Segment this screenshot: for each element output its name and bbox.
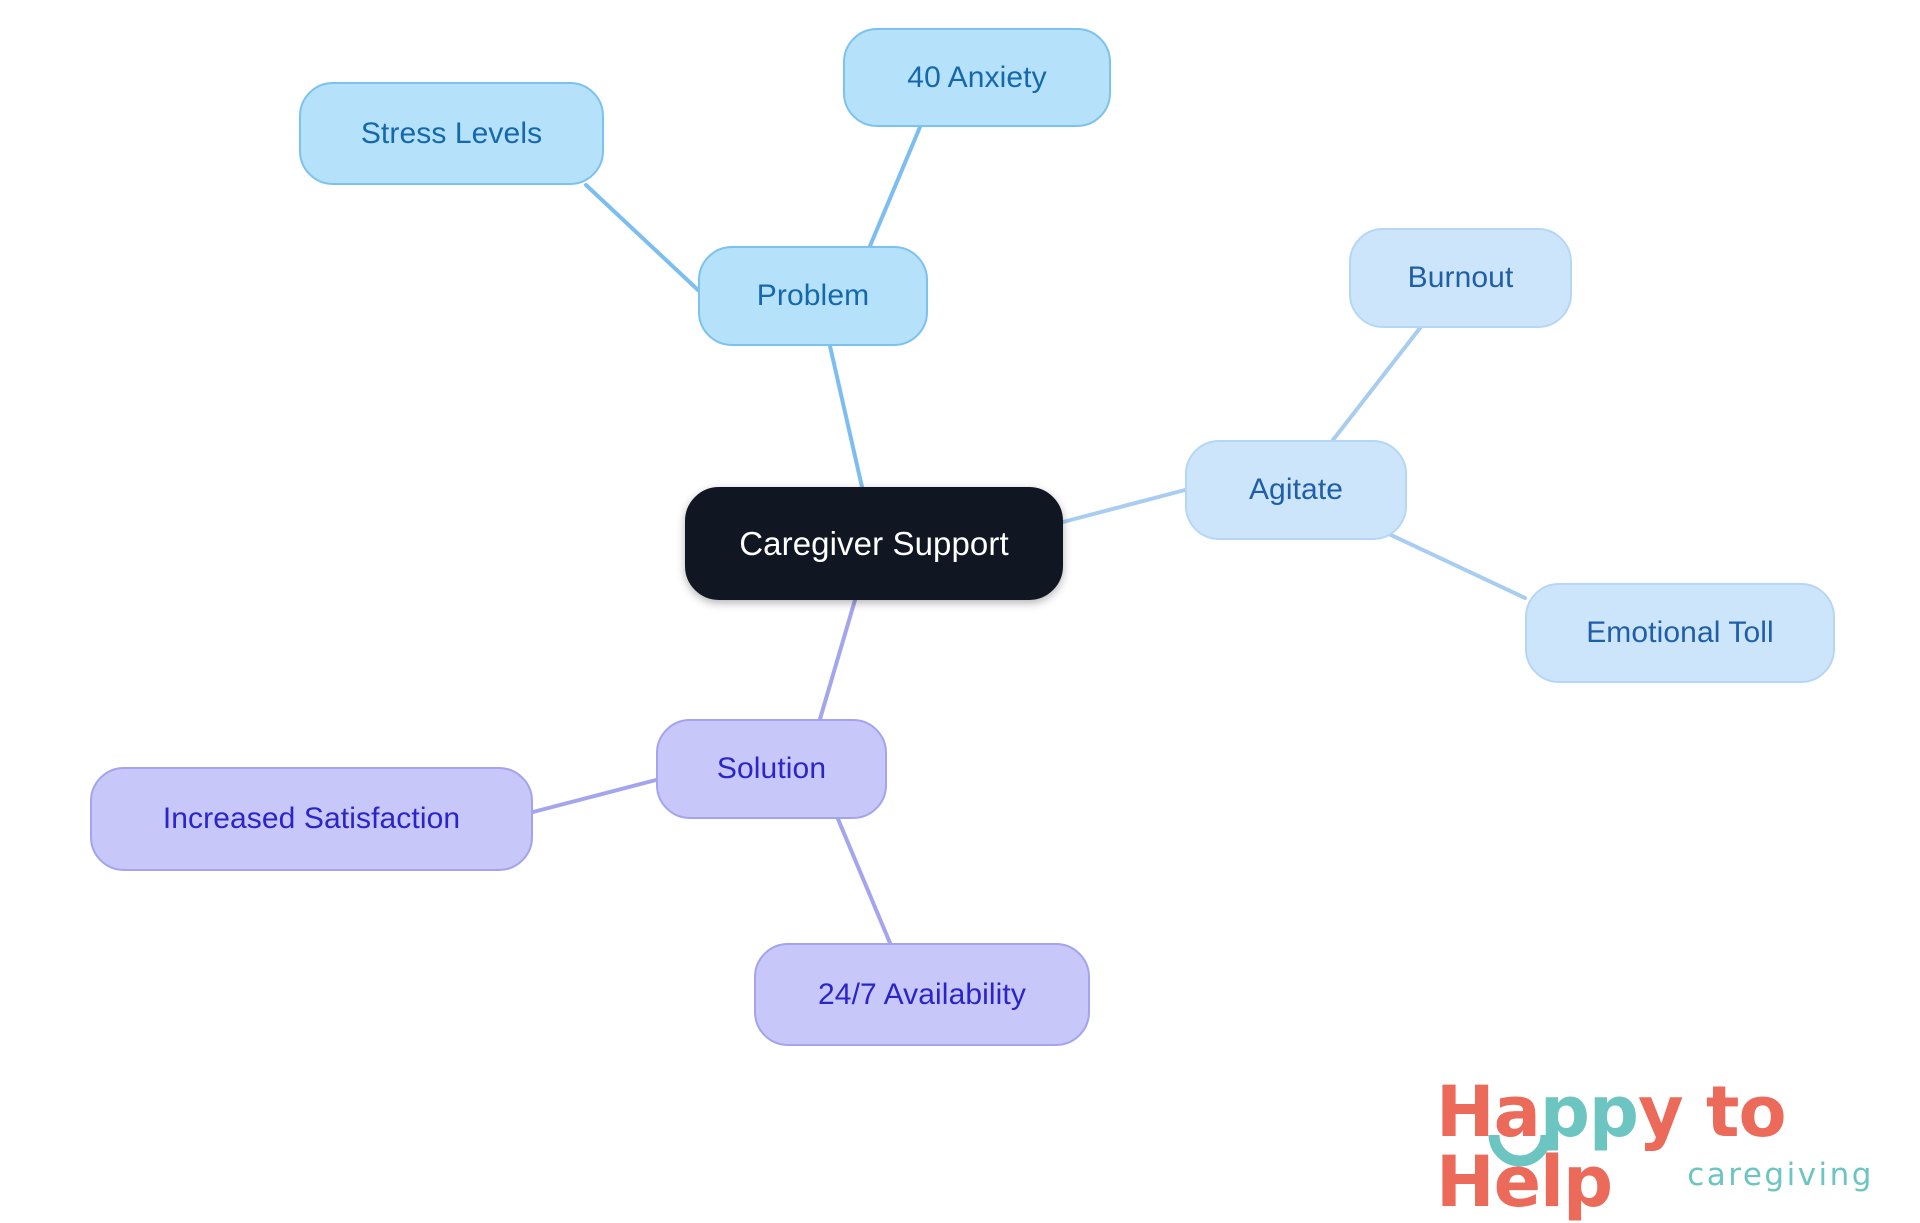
node-label: Increased Satisfaction xyxy=(162,802,461,835)
node-caregiver-support[interactable]: Caregiver Support xyxy=(685,487,1063,600)
happy-to-help-smile-icon xyxy=(1488,1134,1552,1167)
node-label: 40 Anxiety xyxy=(907,60,1047,94)
logo-happy-y: y xyxy=(1638,1071,1684,1153)
edge-solution-increased-satisfaction xyxy=(531,778,658,814)
edge-problem-stress-levels xyxy=(584,183,700,292)
node-problem[interactable]: Problem xyxy=(698,246,928,346)
node-label: Stress Levels xyxy=(360,116,543,150)
node-stress-levels[interactable]: Stress Levels xyxy=(299,82,604,185)
node-burnout[interactable]: Burnout xyxy=(1349,228,1572,328)
edge-agitate-emotional-toll xyxy=(1372,525,1527,600)
node-agitate[interactable]: Agitate xyxy=(1185,440,1407,540)
edge-problem-40-anxiety xyxy=(868,125,922,248)
node-247-availability[interactable]: 24/7 Availability xyxy=(754,943,1090,1046)
node-solution[interactable]: Solution xyxy=(656,719,887,819)
edge-root-problem xyxy=(828,344,864,489)
logo-to: to xyxy=(1682,1071,1787,1153)
brand-logo: Happy to Help caregiving xyxy=(1436,1077,1876,1217)
node-label: Solution xyxy=(716,752,827,785)
node-label: Caregiver Support xyxy=(739,524,1009,562)
node-emotional-toll[interactable]: Emotional Toll xyxy=(1525,583,1835,683)
edge-agitate-burnout xyxy=(1331,326,1422,442)
logo-happy-ha: Ha xyxy=(1436,1071,1541,1153)
edge-root-agitate xyxy=(1061,488,1187,524)
node-label: Burnout xyxy=(1407,261,1514,294)
node-label: Emotional Toll xyxy=(1586,616,1774,649)
node-40-anxiety[interactable]: 40 Anxiety xyxy=(843,28,1111,127)
node-label: Agitate xyxy=(1248,473,1344,506)
logo-help: Help xyxy=(1436,1141,1613,1223)
edge-solution-247-availability xyxy=(836,817,892,945)
node-label: Problem xyxy=(756,279,870,312)
logo-tagline: caregiving xyxy=(1687,1157,1874,1193)
edge-root-solution xyxy=(818,598,857,721)
node-label: 24/7 Availability xyxy=(818,977,1026,1011)
logo-happy-pp: pp xyxy=(1539,1071,1639,1153)
logo-wordmark: Happy to Help xyxy=(1436,1077,1876,1217)
node-increased-satisfaction[interactable]: Increased Satisfaction xyxy=(90,767,533,871)
